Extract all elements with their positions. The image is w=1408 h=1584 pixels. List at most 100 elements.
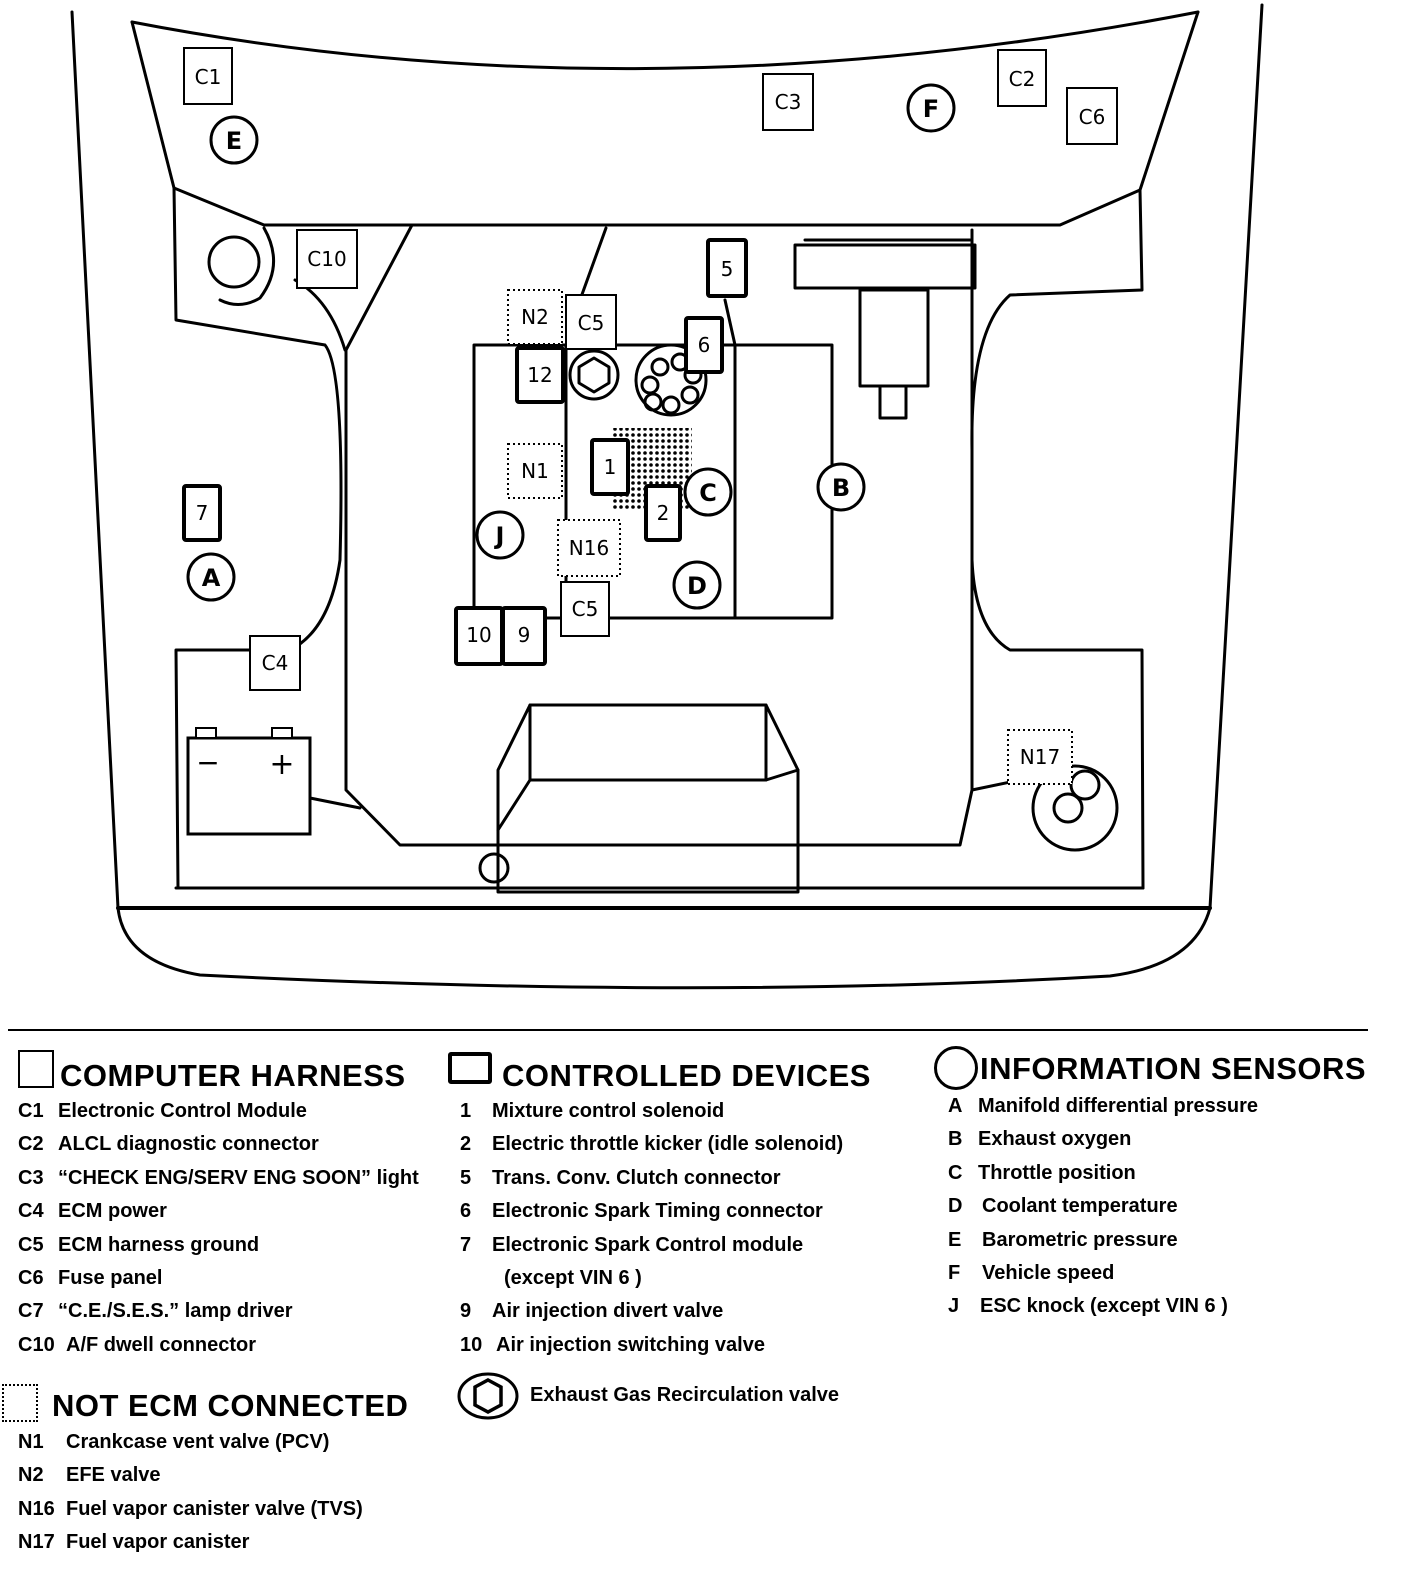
controlled-devices-title: CONTROLLED DEVICES xyxy=(502,1058,871,1093)
controlled-devices-swatch xyxy=(448,1052,492,1084)
legend-text: Mixture control solenoid xyxy=(492,1100,725,1122)
label-sensor-b: B xyxy=(832,474,850,502)
legend-text: Coolant temperature xyxy=(982,1195,1178,1218)
circle-sensor-e xyxy=(209,115,259,165)
legend-code: F xyxy=(948,1261,961,1284)
legend-text: Vehicle speed xyxy=(982,1261,1115,1284)
box-n2 xyxy=(507,289,563,345)
legend-code: 6 xyxy=(460,1200,472,1223)
legend-code: N1 xyxy=(18,1431,44,1453)
legend-text: ECM power xyxy=(58,1200,167,1223)
legend-item: C3“CHECK ENG/SERV ENG SOON” light xyxy=(18,1162,438,1195)
label-sensor-a: A xyxy=(202,564,221,592)
box-c3 xyxy=(762,73,814,131)
legend-text: Manifold differential pressure xyxy=(978,1095,1259,1117)
legend-item: C2 ALCL diagnostic connector xyxy=(18,1128,438,1161)
box-c2 xyxy=(997,49,1047,107)
egr-valve-icon xyxy=(457,1372,519,1420)
egr-valve-legend-text: Exhaust Gas Recirculation valve xyxy=(530,1384,840,1406)
legend-item: C6 Fuse panel xyxy=(18,1262,438,1295)
legend-text: Exhaust oxygen xyxy=(978,1128,1132,1151)
label-device-6: 6 xyxy=(698,333,711,357)
box-c6 xyxy=(1066,87,1118,145)
legend-code: C6 xyxy=(18,1266,44,1289)
legend-code: N16 xyxy=(18,1497,55,1520)
box-device-5 xyxy=(706,238,748,298)
box-n1 xyxy=(507,443,563,499)
battery-minus-label: − xyxy=(196,746,219,779)
legend-text: Air injection divert valve xyxy=(492,1300,724,1323)
box-c1 xyxy=(183,47,233,105)
left-strut-mount xyxy=(207,235,261,289)
legend-item: 7 Electronic Spark Control module xyxy=(460,1229,920,1262)
legend-item: C1 Electronic Control Module xyxy=(18,1095,438,1128)
box-c4 xyxy=(249,635,301,691)
legend-text: Electronic Control Module xyxy=(58,1100,307,1122)
circle-sensor-d xyxy=(672,560,722,610)
computer-harness-list: C1 Electronic Control Module C2 ALCL diagn… xyxy=(18,1095,438,1362)
legend-code: N17 xyxy=(18,1531,55,1554)
legend-text: Air injection switching valve xyxy=(496,1333,765,1356)
distributor xyxy=(793,243,977,290)
legend-code: 7 xyxy=(460,1233,472,1256)
legend-code: C2 xyxy=(18,1133,44,1156)
label-sensor-j: J xyxy=(494,522,505,550)
legend-code: E xyxy=(948,1228,962,1251)
legend-text: Fuel vapor canister valve (TVS) xyxy=(66,1497,363,1520)
box-device-6 xyxy=(684,316,724,374)
legend-code xyxy=(460,1262,504,1295)
box-c10 xyxy=(296,229,358,289)
circle-sensor-f xyxy=(906,83,956,133)
legend-text: ALCL diagnostic connector xyxy=(58,1133,319,1156)
legend-code: J xyxy=(948,1295,960,1318)
not-ecm-connected-swatch xyxy=(2,1384,38,1422)
information-sensors-title: INFORMATION SENSORS xyxy=(980,1051,1367,1086)
legend-text: Electric throttle kicker (idle solenoid) xyxy=(492,1133,844,1156)
label-c5b: C5 xyxy=(572,597,599,621)
radiator-support xyxy=(496,703,800,894)
label-sensor-e: E xyxy=(226,127,242,155)
legend-code: 2 xyxy=(460,1133,472,1156)
legend-text: Electronic Spark Control module xyxy=(492,1233,804,1256)
engine-block xyxy=(472,343,834,620)
label-sensor-d: D xyxy=(687,572,707,600)
label-n16: N16 xyxy=(569,536,609,560)
legend-code: A xyxy=(948,1095,963,1117)
label-device-10: 10 xyxy=(466,623,491,647)
battery: − + xyxy=(186,727,312,836)
label-n2: N2 xyxy=(521,305,549,329)
battery-plus-label: + xyxy=(269,747,294,782)
legend-code: C1 xyxy=(18,1100,44,1122)
computer-harness-swatch xyxy=(18,1050,54,1088)
not-ecm-connected-title: NOT ECM CONNECTED xyxy=(52,1388,409,1423)
information-sensors-swatch xyxy=(934,1046,978,1090)
legend-text: A/F dwell connector xyxy=(66,1333,257,1356)
circle-sensor-a xyxy=(186,552,236,602)
legend-text: Fuse panel xyxy=(58,1266,163,1289)
box-c5a xyxy=(565,294,617,350)
box-device-12 xyxy=(515,346,565,404)
legend-text: Barometric pressure xyxy=(982,1228,1178,1251)
legend-item: C7“C.E./S.E.S.” lamp driver xyxy=(18,1295,438,1328)
circle-sensor-c xyxy=(683,467,733,517)
legend-text: Fuel vapor canister xyxy=(66,1531,250,1554)
label-device-9: 9 xyxy=(518,623,531,647)
label-c3: C3 xyxy=(775,90,802,114)
legend-item: E Barometric pressure xyxy=(948,1224,1388,1257)
legend-text: Throttle position xyxy=(978,1161,1136,1184)
legend-text: EFE valve xyxy=(66,1464,161,1487)
box-device-10 xyxy=(454,606,504,666)
